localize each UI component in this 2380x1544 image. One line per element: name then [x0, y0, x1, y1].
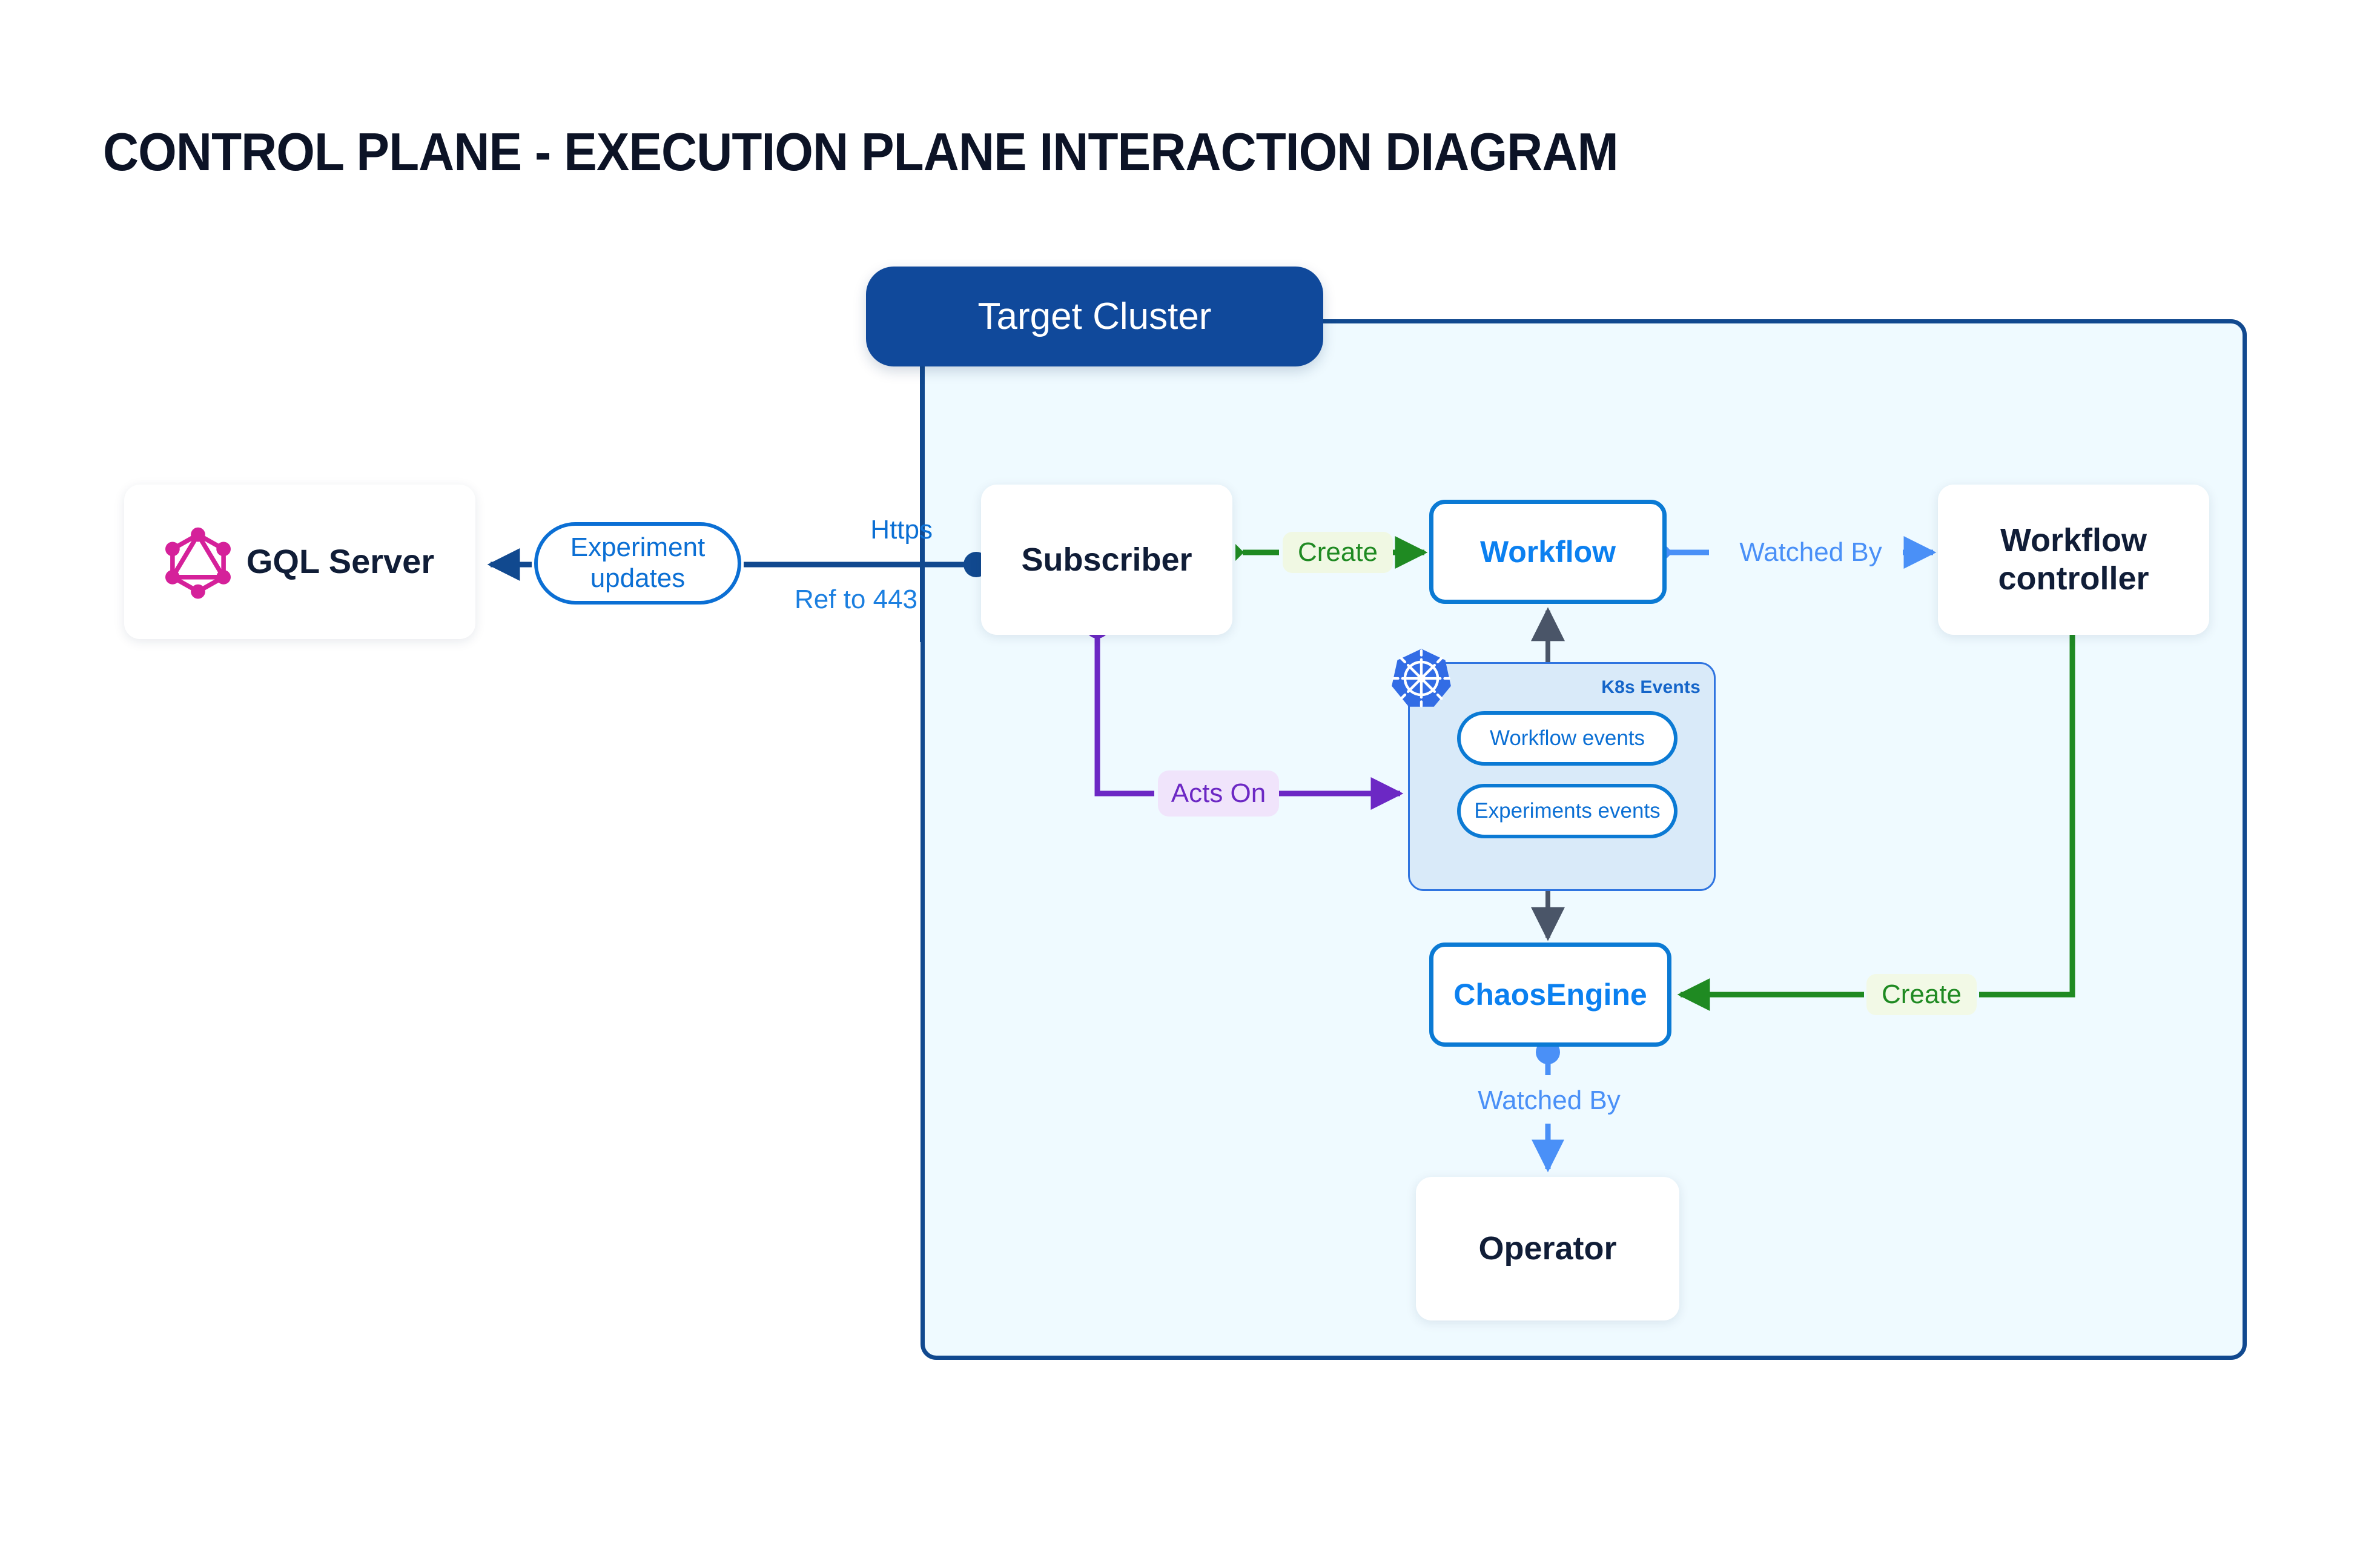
edge-label-ref-to-443: Ref to 443	[795, 584, 918, 614]
edge-label-watched-by-controller: Watched By	[1739, 537, 1882, 567]
node-workflow-controller-label: Workflow controller	[1998, 522, 2149, 597]
edge-label-experiment-updates-line1: Experiment	[570, 532, 706, 563]
k8s-pill-workflow-events-label: Workflow events	[1489, 726, 1645, 750]
node-gql-server-label: GQL Server	[246, 542, 435, 581]
k8s-pill-workflow-events[interactable]: Workflow events	[1457, 711, 1678, 766]
node-operator-label: Operator	[1478, 1230, 1617, 1267]
edge-label-create-chaosengine: Create	[1866, 974, 1977, 1015]
k8s-pill-experiments-events-label: Experiments events	[1474, 799, 1661, 823]
k8s-events-panel: K8s Events Workflow events Experiments e…	[1392, 649, 1716, 891]
node-chaos-engine-label: ChaosEngine	[1453, 978, 1647, 1012]
node-workflow-controller-label-line1: Workflow	[2000, 522, 2147, 559]
node-chaos-engine[interactable]: ChaosEngine	[1429, 943, 1671, 1047]
edge-label-create-workflow: Create	[1283, 532, 1393, 573]
k8s-events-title: K8s Events	[1601, 677, 1701, 697]
edge-label-https: Https	[870, 514, 933, 545]
node-workflow[interactable]: Workflow	[1429, 500, 1667, 604]
node-gql-server[interactable]: GQL Server	[124, 485, 475, 639]
edge-label-watched-by-operator: Watched By	[1478, 1085, 1621, 1115]
target-cluster-label: Target Cluster	[977, 296, 1212, 337]
page-title: CONTROL PLANE - EXECUTION PLANE INTERACT…	[103, 122, 1619, 182]
node-subscriber[interactable]: Subscriber	[981, 485, 1232, 635]
node-operator[interactable]: Operator	[1416, 1177, 1679, 1320]
edge-label-acts-on: Acts On	[1158, 770, 1279, 817]
edge-label-experiment-updates-line2: updates	[590, 563, 686, 593]
node-subscriber-label: Subscriber	[1021, 541, 1192, 578]
k8s-pill-experiments-events[interactable]: Experiments events	[1457, 784, 1678, 838]
node-workflow-label: Workflow	[1479, 535, 1616, 569]
target-cluster-title-pill[interactable]: Target Cluster	[866, 267, 1323, 366]
graphql-icon	[165, 525, 231, 599]
edge-label-experiment-updates: Experiment updates	[534, 522, 741, 605]
node-workflow-controller-label-line2: controller	[1998, 560, 2149, 597]
node-workflow-controller[interactable]: Workflow controller	[1938, 485, 2209, 635]
